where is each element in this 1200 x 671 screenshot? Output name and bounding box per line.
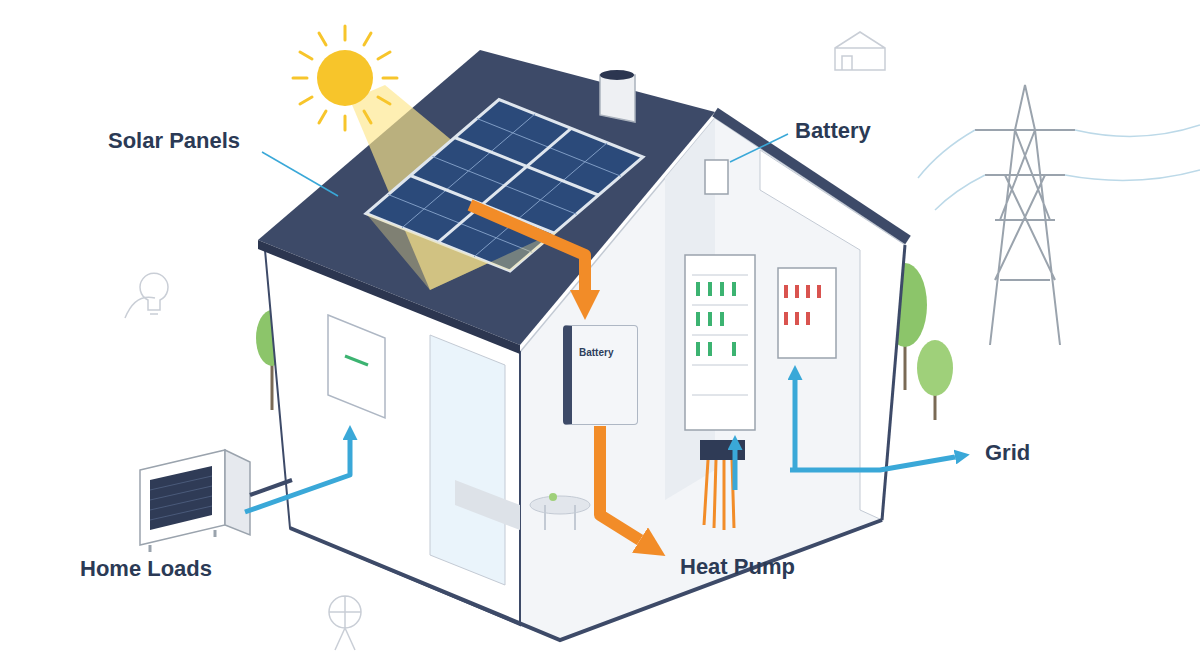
power-line <box>918 125 1200 210</box>
grid-flow-arrow <box>793 380 798 470</box>
chimney <box>600 75 635 122</box>
sofa <box>455 480 520 530</box>
panel-cell-lines <box>388 114 621 257</box>
outdoor-unit-side <box>225 450 250 535</box>
grid-flow-arrow <box>733 450 738 490</box>
solar-flow-arrow <box>470 205 585 290</box>
inverter-led <box>345 356 368 365</box>
junction-box <box>700 440 745 460</box>
sun <box>317 50 373 106</box>
sketch-globe-icon <box>329 596 361 650</box>
breakers <box>698 282 734 356</box>
grid-flow-arrow <box>790 457 955 470</box>
interior-wall <box>760 150 905 520</box>
breaker-panel <box>685 255 755 430</box>
panel-rows <box>692 275 748 395</box>
sun-rays <box>293 26 397 130</box>
roof <box>258 50 715 345</box>
table-legs <box>545 505 575 530</box>
callout-label: Grid <box>985 440 1030 466</box>
inverter <box>328 315 385 418</box>
callout-label: Battery <box>795 118 871 144</box>
fan-grille <box>150 466 212 530</box>
table <box>530 496 590 514</box>
tree <box>917 340 953 396</box>
sketch-house-icon <box>835 32 885 70</box>
unit-feet <box>150 530 215 552</box>
chimney-top <box>600 70 634 80</box>
plant <box>549 493 557 501</box>
leader-line <box>730 134 788 162</box>
wall-edge <box>882 245 905 520</box>
pipe <box>250 480 292 495</box>
pylon <box>975 85 1075 345</box>
orange-wires <box>704 460 734 530</box>
sketch-bulb-icon <box>125 273 168 318</box>
glass-door <box>430 335 505 585</box>
outdoor-unit <box>140 450 225 545</box>
callout-label: Solar Panels <box>108 128 240 154</box>
floor-line <box>290 520 882 640</box>
heat-pump-flow-arrow <box>600 426 640 540</box>
callout-label: Home Loads <box>80 556 212 582</box>
battery-unit: Battery <box>563 325 638 425</box>
callout-label: Heat Pump <box>680 554 795 580</box>
grille-lines <box>150 476 212 520</box>
home-loads-flow-arrow <box>245 440 350 512</box>
roof-edge <box>715 112 908 240</box>
meter-breakers <box>786 285 819 325</box>
device-label: Battery <box>579 347 613 358</box>
meter-panel <box>778 268 836 358</box>
leader-line <box>262 152 338 196</box>
wall-box <box>705 160 728 194</box>
